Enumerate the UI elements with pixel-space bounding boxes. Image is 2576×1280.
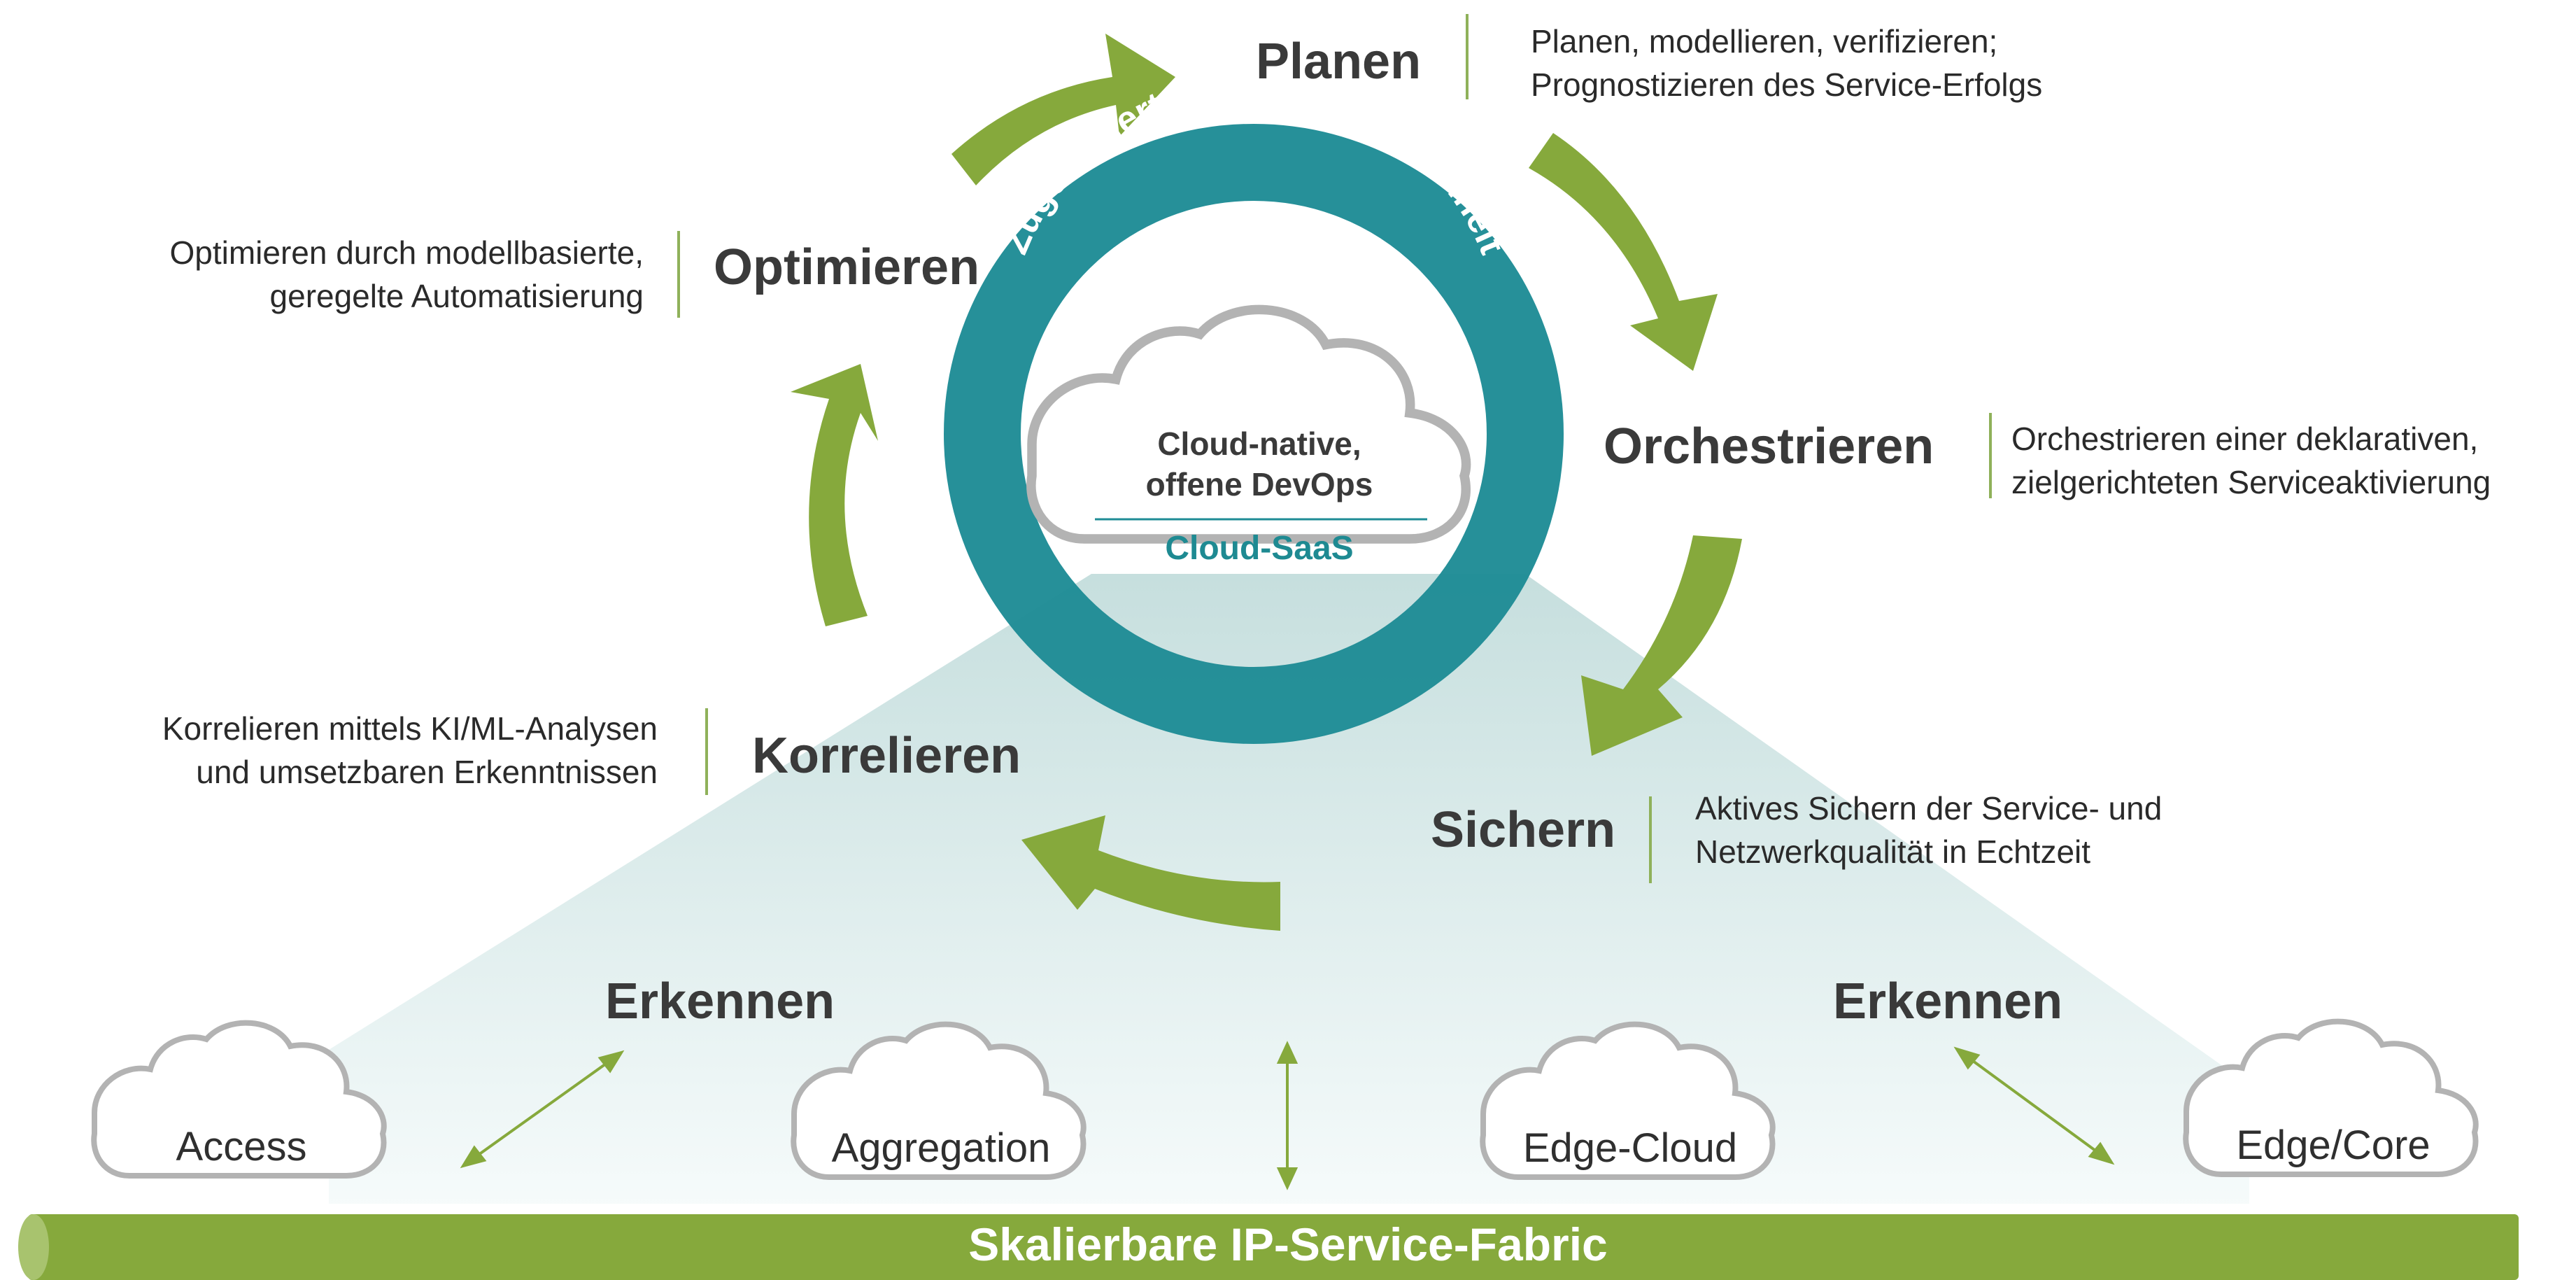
desc-korrelieren: Korrelieren mittels KI/ML-Analysen und u… [162, 710, 658, 790]
arrow-to-orchestrieren [1529, 133, 1718, 371]
central-cloud-line2: offene DevOps [1145, 466, 1373, 502]
central-cloud-line1: Cloud-native, [1157, 426, 1361, 462]
assurance-ring [944, 124, 1564, 744]
central-cloud-text: Cloud-native, offene DevOps [1091, 423, 1427, 505]
fabric-bar [28, 1214, 2519, 1280]
divider-korrelieren [705, 708, 708, 795]
arrow-to-korrelieren [1021, 815, 1280, 931]
fabric-label: Skalierbare IP-Service-Fabric [968, 1218, 1608, 1270]
cloud-label-aggregation: Aggregation [831, 1125, 1051, 1171]
divider-optimieren [677, 231, 680, 318]
phase-orchestrieren: Orchestrieren [1604, 419, 1934, 474]
detect-label-left: Erkennen [605, 973, 835, 1029]
divider-sichern [1649, 796, 1652, 883]
desc-sichern: Aktives Sichern der Service- und Netzwer… [1695, 790, 2163, 870]
phase-sichern: Sichern [1431, 802, 1616, 858]
cloud-label-access: Access [176, 1124, 307, 1169]
cloud-saas-label: Cloud-SaaS [1165, 530, 1354, 567]
arrow-to-sichern [1581, 535, 1742, 756]
arrow-to-planen [951, 34, 1175, 185]
cloud-label-edge-cloud: Edge-Cloud [1522, 1125, 1738, 1171]
arrow-to-optimieren [791, 364, 878, 626]
desc-orchestrieren: Orchestrieren einer deklarativen, zielge… [2011, 421, 2491, 500]
detect-label-right: Erkennen [1833, 973, 2063, 1029]
phase-planen: Planen [1256, 34, 1422, 90]
divider-planen [1466, 14, 1469, 99]
desc-optimieren: Optimieren durch modellbasierte, geregel… [169, 234, 644, 314]
detection-triangle [329, 574, 2249, 1204]
phase-optimieren: Optimieren [714, 239, 980, 295]
divider-orchestrieren [1989, 413, 1992, 498]
detect-arrow-right [1961, 1052, 2107, 1160]
phase-korrelieren: Korrelieren [752, 728, 1021, 784]
cloud-label-edge-core: Edge/Core [2236, 1123, 2430, 1168]
cycle-arrows [791, 34, 1742, 931]
detect-arrow-left [467, 1055, 617, 1163]
desc-planen: Planen, modellieren, verifizieren; Progn… [1531, 23, 2043, 103]
fabric-bar-end [18, 1214, 49, 1280]
detect-arrows [460, 1041, 2115, 1190]
